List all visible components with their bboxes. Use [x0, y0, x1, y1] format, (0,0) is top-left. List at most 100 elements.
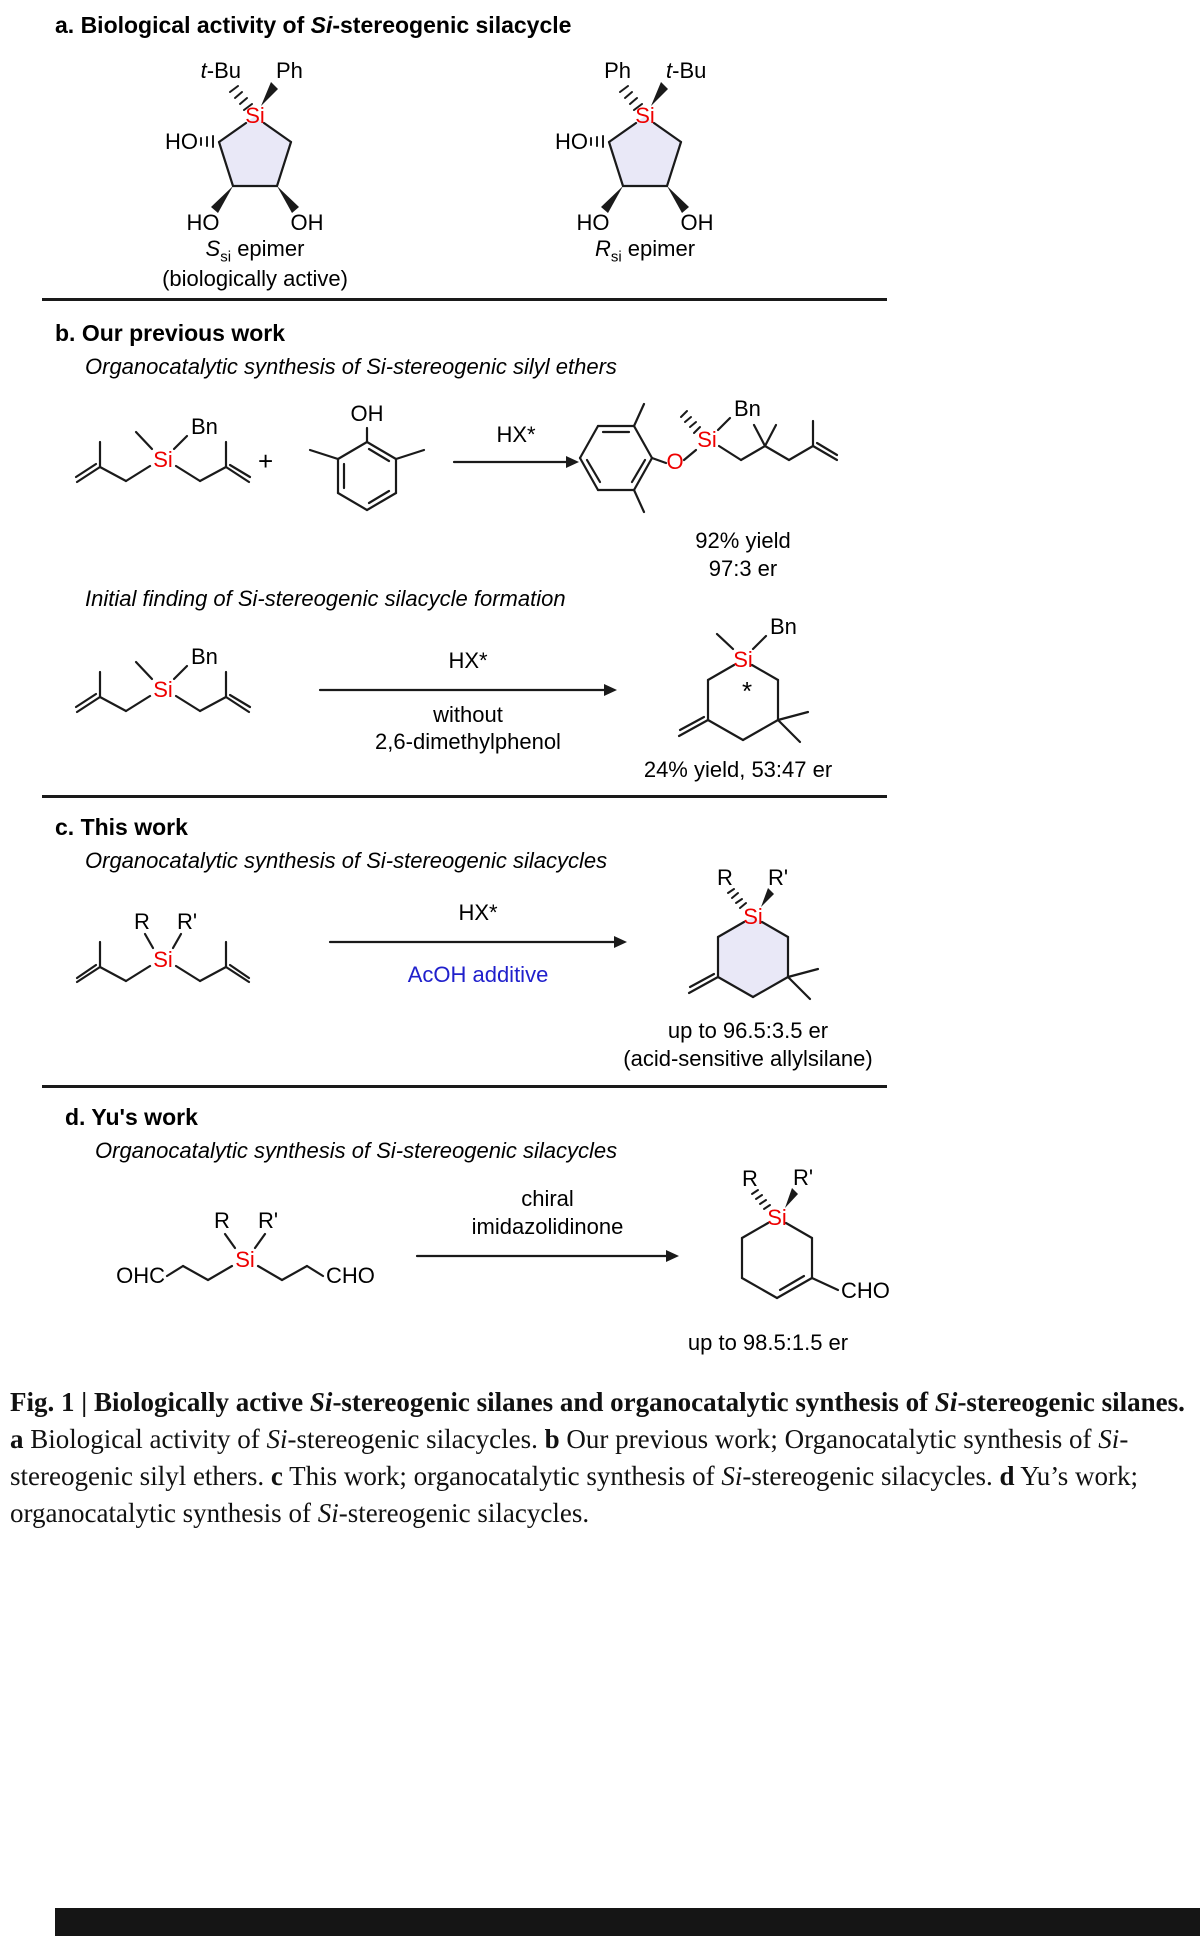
tbu-label: t-Bu: [201, 58, 241, 83]
structure-r-epimer: Si Ph t-Bu HO HO OH: [555, 58, 714, 235]
panel-d-title: d. Yu's work: [65, 1104, 198, 1130]
stereocenter-asterisk: *: [742, 676, 752, 706]
reagent-hx-c: HX*: [458, 900, 498, 925]
ring-bonds: [607, 121, 683, 188]
r-label: R: [717, 865, 733, 890]
hash-bond-ph: [619, 85, 643, 111]
panel-b-subtitle-1: Organocatalytic synthesis of Si-stereoge…: [85, 354, 617, 379]
caption-segment: This work; organocatalytic synthesis of: [282, 1461, 722, 1491]
r-label: R: [214, 1208, 230, 1233]
wedge-bond-oh-bottom: [277, 186, 299, 213]
r-prime-label: R': [768, 865, 788, 890]
cho-bond: [810, 1276, 840, 1292]
ring-bonds: [336, 440, 398, 512]
ho-left-label: HO: [555, 129, 588, 154]
section-divider-1: [42, 298, 887, 301]
bn-label: Bn: [191, 644, 218, 669]
product-silacycle-c: Si R R': [687, 865, 820, 1001]
hash-bond-ho-left: [200, 135, 214, 148]
reactant-silane-c: Si R R': [75, 909, 251, 984]
panel-a-title: a. Biological activity of Si-stereogenic…: [55, 12, 571, 39]
caption-segment: -stereogenic silacycles.: [287, 1424, 545, 1454]
reagent-hx-2: HX*: [448, 648, 488, 673]
s-epimer-label: Ssi epimer: [205, 236, 305, 266]
ho-left-label: HO: [165, 129, 198, 154]
si-atom: Si: [153, 447, 173, 472]
section-divider-3: [42, 1085, 887, 1088]
panel-d-subtitle: Organocatalytic synthesis of Si-stereoge…: [95, 1138, 618, 1163]
product-silacycle-b: Si Bn *: [677, 614, 810, 744]
caption-segment: -stereogenic silacycles.: [338, 1498, 590, 1528]
si-atom: Si: [153, 677, 173, 702]
figure-caption: Fig. 1 | Biologically active Si-stereoge…: [10, 1384, 1192, 1532]
reagent-d-line1: chiral: [521, 1186, 574, 1211]
si-atom: Si: [697, 427, 717, 452]
result-c-line1: up to 96.5:3.5 er: [667, 1018, 829, 1043]
yield-b1-line1: 92% yield: [695, 528, 791, 553]
si-atom: Si: [743, 904, 763, 929]
product-silyl-ether: O Si Bn: [578, 396, 839, 514]
caption-segment: Yu’s work; organocatalytic synthesis of: [10, 1461, 1139, 1528]
r-prime-label: R': [793, 1165, 813, 1190]
panel-a-title-suffix: -stereogenic silacycle: [332, 12, 572, 38]
aryl-ring-bonds: [578, 424, 654, 492]
wedge-bond-oh-bottom: [667, 186, 689, 213]
caption-segment: Our previous work; Organocatalytic synth…: [559, 1424, 1099, 1454]
bond-lines: [75, 932, 251, 984]
result-d: up to 98.5:1.5 er: [687, 1330, 849, 1355]
r-prime-label: R': [177, 909, 197, 934]
caption-segment: Si: [721, 1461, 743, 1491]
reaction-arrow-b2: [318, 684, 617, 696]
panel-a-title-si: Si: [310, 12, 333, 38]
reactant-dialdehyde-silane: Si R R' OHC CHO: [116, 1208, 375, 1288]
caption-segment: Biological activity of: [23, 1424, 267, 1454]
panel-c-title: c. This work: [55, 814, 188, 840]
caption-segment: Si: [317, 1498, 339, 1528]
caption-segment: Si: [309, 1387, 333, 1417]
wedge-bond-ph: [261, 82, 278, 106]
panel-b-title: b. Our previous work: [55, 320, 286, 346]
wedge-bond-ho-bottom: [211, 186, 233, 213]
panel-b-subtitle-2: Initial finding of Si-stereogenic silacy…: [85, 586, 566, 611]
hash-bond-r: [727, 888, 747, 909]
wedge-bond-ho-bottom: [601, 186, 623, 213]
r-prime-label: R': [258, 1208, 278, 1233]
si-atom: Si: [767, 1205, 787, 1230]
ho-bottom-label: HO: [187, 210, 220, 235]
substituent-bonds: [308, 426, 426, 461]
si-atom: Si: [153, 947, 173, 972]
r-epimer-label: Rsi epimer: [594, 236, 696, 266]
caption-segment: c: [270, 1461, 283, 1491]
oh-bottom-label: OH: [291, 210, 324, 235]
tbu-label: t-Bu: [666, 58, 706, 83]
panel-a-title-prefix: a. Biological activity of: [55, 12, 311, 38]
caption-segment: a: [10, 1424, 24, 1454]
condition-without-line1: without: [433, 702, 503, 727]
structure-s-epimer: Si t-Bu Ph HO HO OH: [165, 58, 324, 235]
hash-bond-r: [751, 1189, 771, 1210]
wedge-bond-r-prime: [761, 888, 774, 907]
reagent-dimethylphenol: OH: [308, 401, 426, 512]
o-atom: O: [666, 449, 683, 474]
condition-without-line2: 2,6-dimethylphenol: [375, 729, 561, 754]
product-silacyclohexene: Si R R' CHO: [740, 1165, 890, 1303]
caption-segment: b: [544, 1424, 560, 1454]
caption-segment: -stereogenic silacycles.: [742, 1461, 1000, 1491]
caption-segment: Fig. 1 | Biologically active: [10, 1387, 310, 1417]
reaction-arrow-c: [328, 936, 627, 948]
ring-bonds: [217, 121, 293, 188]
si-atom: Si: [635, 103, 655, 128]
ph-label: Ph: [604, 58, 631, 83]
s-epimer-note: (biologically active): [162, 266, 348, 291]
result-c-line2: (acid-sensitive allylsilane): [623, 1046, 873, 1071]
wedge-bond-tbu: [651, 82, 668, 106]
caption-segment: Si: [934, 1387, 958, 1417]
yield-b1-line2: 97:3 er: [708, 556, 778, 581]
caption-segment: -stereogenic silanes and organocatalytic…: [332, 1387, 935, 1417]
ring-bonds: [740, 1221, 814, 1300]
reactant-silane-b2: Si Bn: [74, 644, 252, 714]
ring-bonds: [706, 663, 780, 742]
caption-segment: Si: [266, 1424, 288, 1454]
reaction-arrow-b1: [452, 456, 579, 468]
